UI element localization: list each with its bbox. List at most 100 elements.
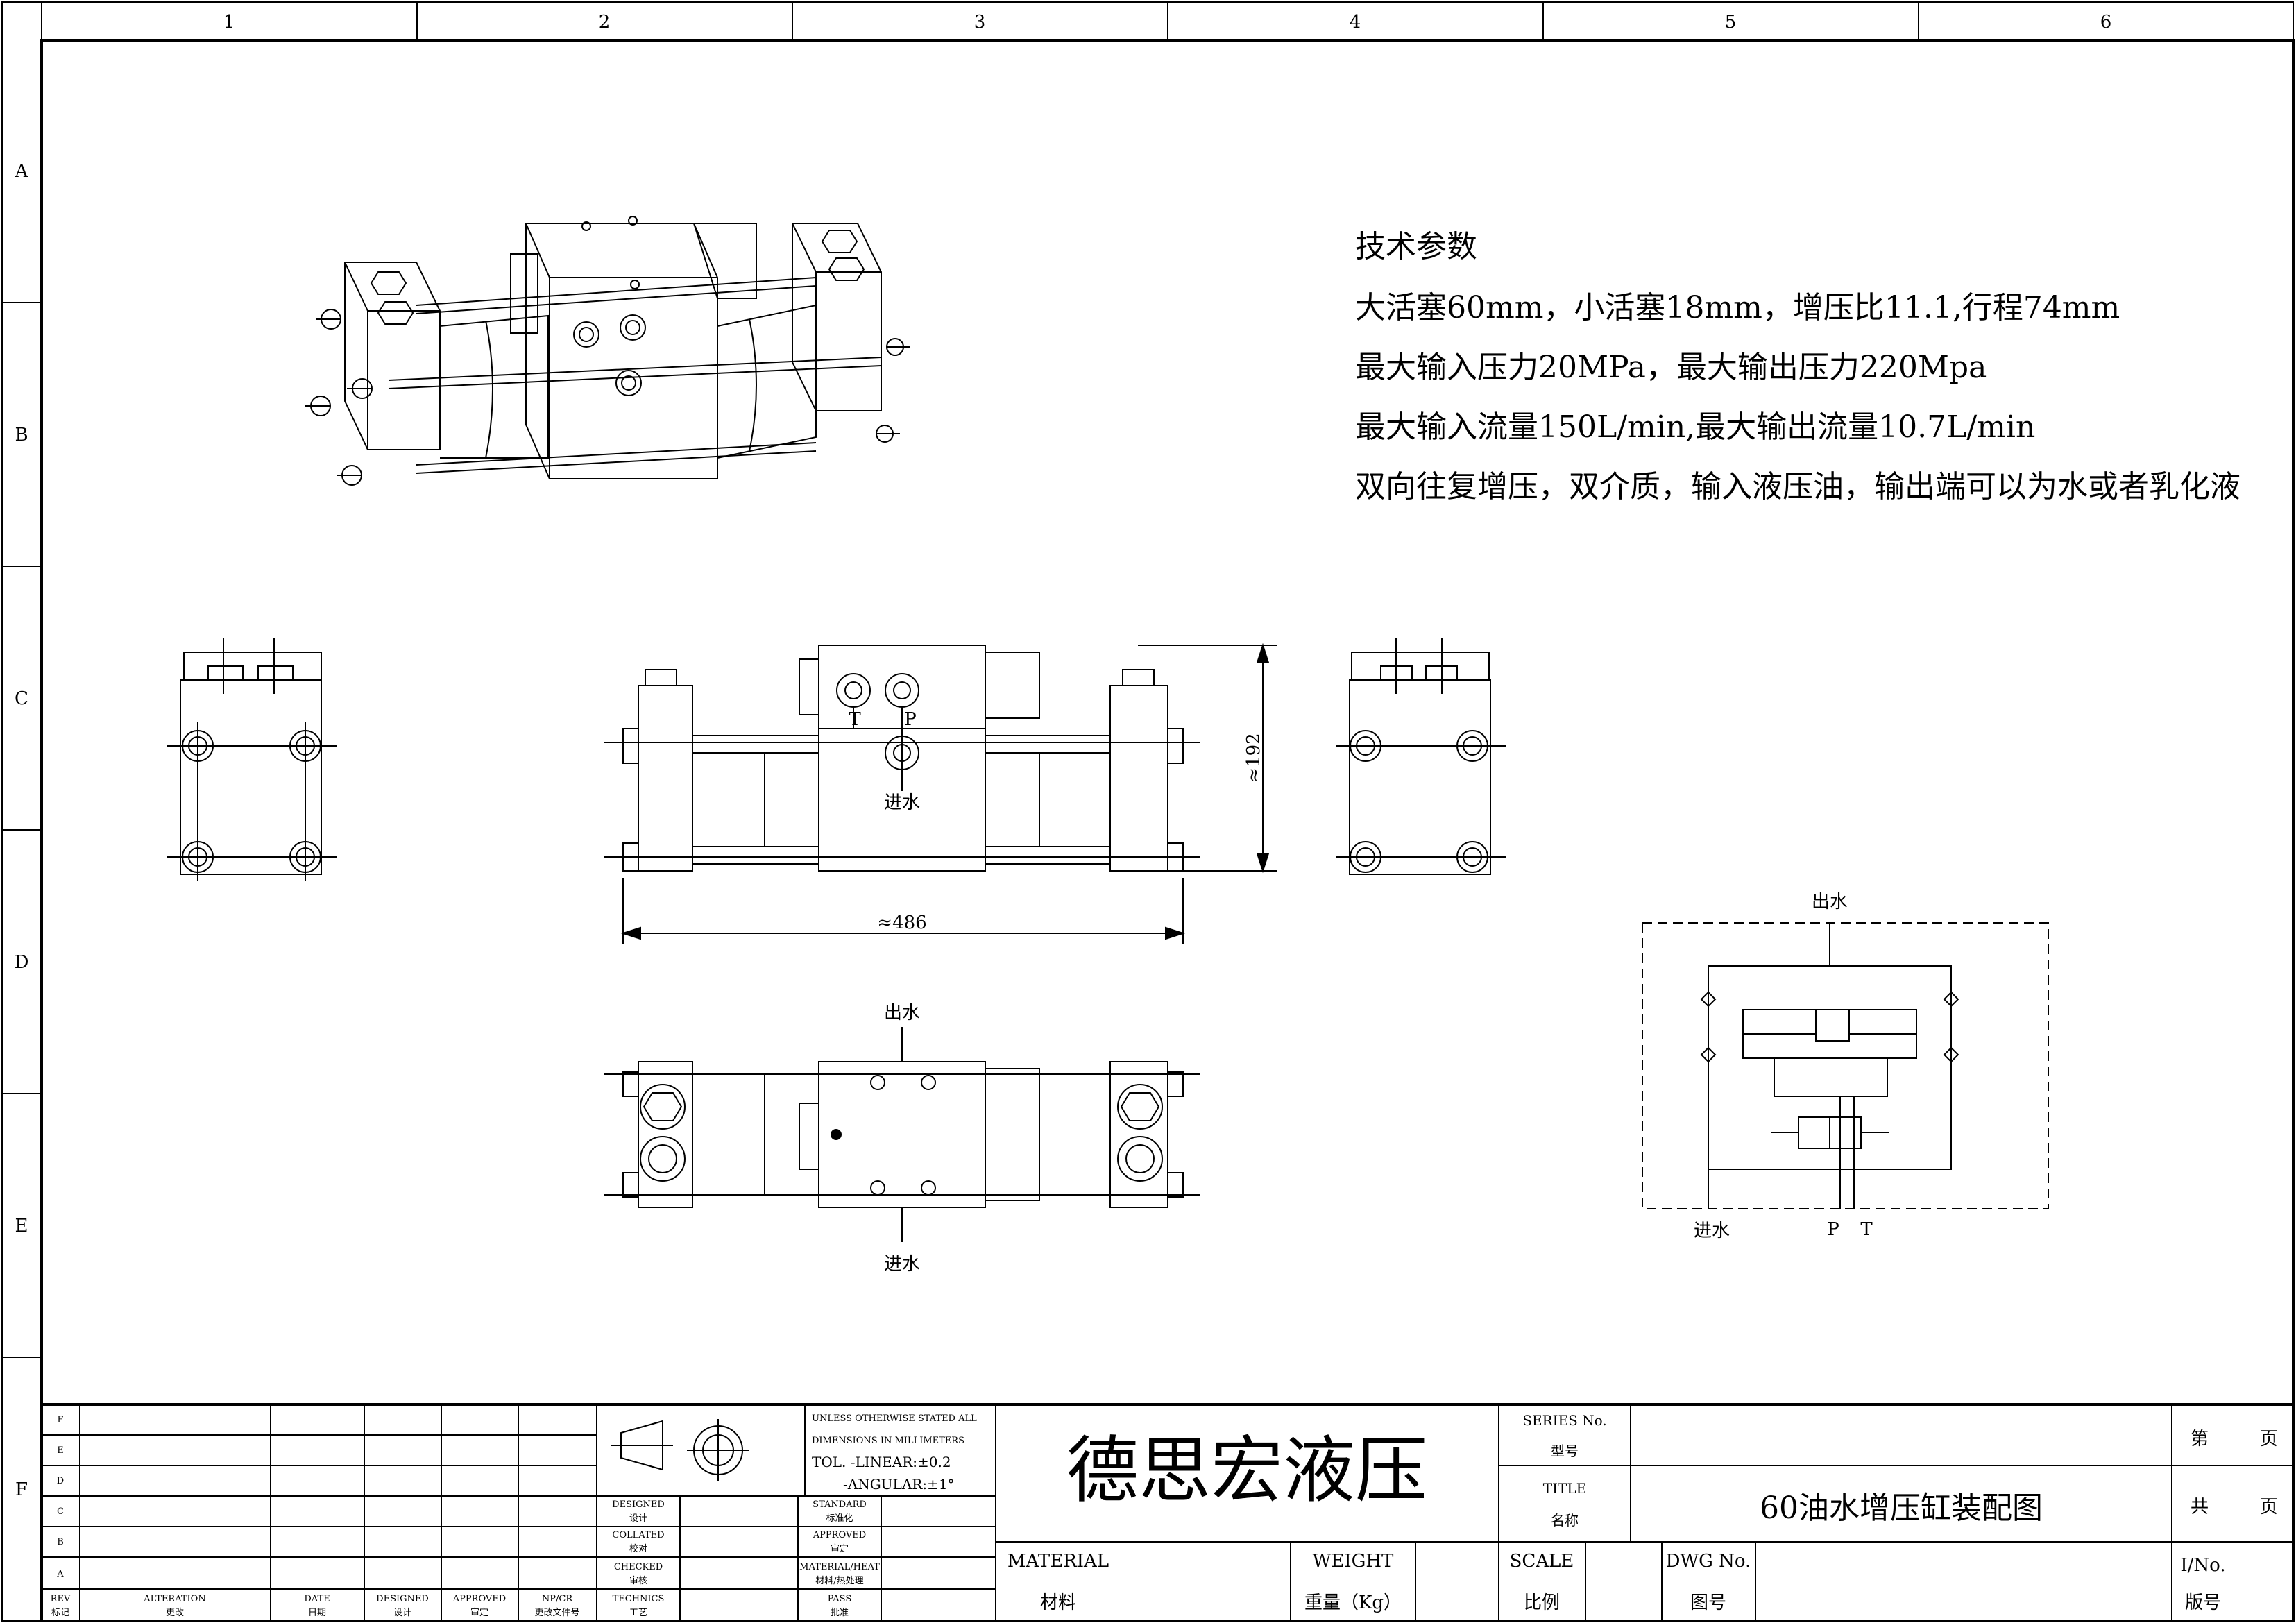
revision-header: REV (51, 1594, 71, 1604)
approval-field-label: 批准 (831, 1608, 849, 1618)
schematic-inlet-label: 进水 (1694, 1221, 1730, 1241)
revision-header: 标记 (51, 1608, 69, 1618)
dwg-label: DWG No. (1666, 1551, 1751, 1572)
tolerance-notes: UNLESS OTHERWISE STATED ALL DIMENSIONS I… (812, 1413, 977, 1493)
schematic-p-label: P (1827, 1219, 1839, 1240)
revision-header: APPROVED (452, 1594, 506, 1604)
revision-header: DESIGNED (376, 1594, 429, 1604)
sign-fields: DESIGNED 设计 COLLATED 校对 CHECKED 审核 TECHN… (612, 1499, 880, 1618)
hydraulic-schematic (1642, 922, 2049, 1209)
sign-field-label: 校对 (629, 1543, 647, 1554)
revision-header: NP/CR (542, 1594, 573, 1604)
row-label: E (15, 1216, 28, 1237)
tech-line: 最大输入流量150L/min,最大输出流量10.7L/min (1355, 409, 2035, 445)
series-label: SERIES No. (1522, 1412, 1606, 1429)
issue-label: 版号 (2185, 1592, 2221, 1613)
tech-line: 最大输入压力20MPa，最大输出压力220Mpa (1355, 350, 1987, 385)
tolerance-line: TOL. -LINEAR:±0.2 (812, 1454, 951, 1470)
column-labels: 1 2 3 4 5 6 (223, 12, 2112, 33)
approval-field-label: MATERIAL/HEAT (799, 1562, 880, 1572)
dwg-label: 图号 (1690, 1592, 1726, 1613)
title-label: 名称 (1551, 1512, 1579, 1529)
approval-field-label: APPROVED (813, 1530, 866, 1540)
left-end-view (167, 638, 337, 881)
sign-field-label: COLLATED (612, 1530, 664, 1540)
tech-line: 双向往复增压，双介质，输入液压油，输出端可以为水或者乳化液 (1355, 469, 2240, 504)
issue-label: I/No. (2180, 1555, 2225, 1576)
sheet-number-label: 第 (2191, 1429, 2209, 1450)
sheet-number-label: 页 (2260, 1429, 2278, 1450)
tech-heading: 技术参数 (1355, 229, 1477, 264)
row-label: B (15, 425, 28, 445)
row-label: D (15, 952, 29, 973)
row-label: F (15, 1479, 28, 1500)
approval-field-label: 审定 (831, 1544, 849, 1554)
column-label: 2 (599, 12, 611, 33)
approval-field-label: STANDARD (813, 1499, 867, 1510)
revision-header: 设计 (393, 1608, 411, 1618)
column-label: 4 (1350, 12, 1361, 33)
schematic-t-label: T (1860, 1219, 1873, 1240)
port-p-label: P (904, 709, 917, 730)
revision-header: DATE (304, 1594, 330, 1604)
schematic-outlet-label: 出水 (1812, 892, 1848, 912)
revision-header: 审定 (470, 1608, 488, 1618)
revision-header: ALTERATION (143, 1594, 205, 1604)
top-view (604, 1027, 1200, 1242)
drawing-title: 60油水增压缸装配图 (1760, 1490, 2043, 1526)
tolerance-line: -ANGULAR:±1° (843, 1476, 955, 1493)
sign-field-label: 工艺 (629, 1608, 647, 1618)
approval-field-label: 材料/热处理 (815, 1576, 863, 1586)
sign-field-label: DESIGNED (612, 1499, 665, 1510)
row-labels: A B C D E F (15, 161, 29, 1500)
row-label: A (15, 161, 29, 182)
sign-field-label: 设计 (629, 1513, 647, 1524)
isometric-view (305, 216, 910, 486)
company-name: 德思宏液压 (1066, 1428, 1427, 1513)
column-label: 3 (974, 12, 986, 33)
series-label: 型号 (1551, 1443, 1579, 1459)
revision-header: 日期 (308, 1608, 326, 1618)
water-in-label: 进水 (884, 792, 920, 813)
column-label: 6 (2100, 12, 2112, 33)
sign-field-label: CHECKED (614, 1562, 663, 1572)
sheet-total-label: 页 (2260, 1497, 2278, 1518)
sign-field-label: TECHNICS (613, 1594, 665, 1604)
revision-header: 更改文件号 (534, 1608, 579, 1618)
front-view (604, 643, 1277, 944)
revision-row-label: B (57, 1537, 64, 1547)
column-label: 5 (1725, 12, 1737, 33)
material-label: 材料 (1040, 1592, 1076, 1613)
revision-header: 更改 (166, 1608, 184, 1618)
revision-row-label: E (57, 1445, 64, 1456)
sheet-total-label: 共 (2191, 1497, 2209, 1518)
column-label: 1 (223, 12, 235, 33)
approval-field-label: 标准化 (826, 1513, 853, 1524)
port-t-label: T (849, 709, 861, 730)
tolerance-line: DIMENSIONS IN MILLIMETERS (812, 1436, 964, 1446)
approval-field-label: PASS (828, 1594, 852, 1604)
material-label: MATERIAL (1007, 1551, 1109, 1572)
revision-table: F E D C B A REV 标记 ALTERATION 更改 DATE 日期… (51, 1415, 580, 1618)
revision-row-label: C (57, 1506, 64, 1517)
title-label: TITLE (1543, 1480, 1586, 1497)
weight-label: WEIGHT (1313, 1551, 1394, 1572)
weight-label: 重量（Kg） (1304, 1592, 1402, 1613)
scale-label: SCALE (1510, 1551, 1574, 1572)
length-dimension: ≈486 (877, 912, 926, 933)
right-end-view (1336, 638, 1506, 875)
water-out-label: 出水 (884, 1003, 920, 1023)
tolerance-line: UNLESS OTHERWISE STATED ALL (812, 1413, 977, 1424)
row-label: C (15, 688, 28, 709)
water-in-label: 进水 (884, 1254, 920, 1275)
revision-row-label: D (57, 1476, 64, 1486)
scale-label: 比例 (1524, 1592, 1560, 1613)
tech-line: 大活塞60mm，小活塞18mm，增压比11.1,行程74mm (1355, 290, 2120, 325)
revision-row-label: A (56, 1569, 64, 1579)
technical-parameters: 技术参数 大活塞60mm，小活塞18mm，增压比11.1,行程74mm 最大输入… (1355, 229, 2240, 504)
title-block (42, 1403, 2293, 1621)
sign-field-label: 审核 (629, 1576, 647, 1586)
height-dimension: ≈192 (1243, 733, 1264, 782)
